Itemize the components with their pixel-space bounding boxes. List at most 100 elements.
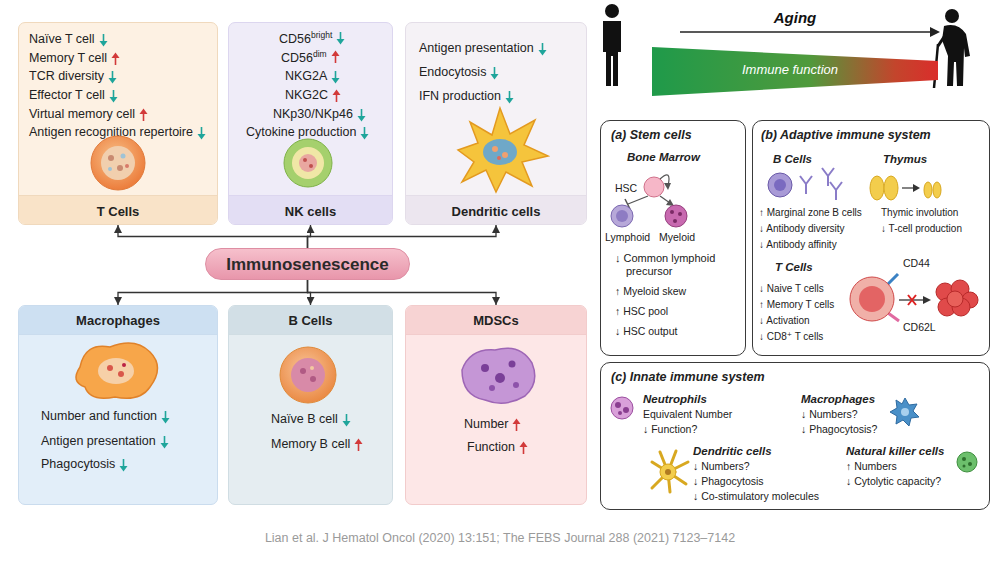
trait-item: NKG2A [285, 69, 327, 84]
trait-item: Antigen presentation [419, 41, 534, 56]
trend-arrow-part [110, 97, 118, 103]
trend-arrow-part [161, 443, 169, 449]
trait-item: Effector T cell [29, 88, 105, 103]
finding-item: Thymic involution [881, 207, 958, 219]
cell-label: HSC [615, 182, 637, 195]
trend-arrow [512, 418, 521, 432]
hub-pill: Immunosenescence [205, 248, 410, 280]
finding-item: ↓ Phagocytosis? [801, 423, 877, 436]
finding-item: ↓ Common lymphoid precursor [615, 252, 727, 278]
cell-label: CD62L [903, 321, 936, 334]
trait-item: Antigen presentation [41, 434, 156, 449]
connector-arrow [118, 280, 308, 305]
trend-arrow [111, 52, 120, 66]
trend-arrow-part [120, 466, 128, 472]
finding-item: ↓ Numbers? [801, 408, 858, 421]
trend-arrow-part [162, 418, 170, 424]
trend-arrow [119, 458, 128, 472]
trend-arrow [109, 89, 118, 103]
group-heading: Thymus [883, 153, 927, 167]
group-heading: Neutrophils [643, 393, 707, 407]
trait-item: CD56 [279, 32, 311, 47]
finding-item: ↑ Myeloid skew [615, 285, 686, 298]
finding-item: ↓ Naive T cells [759, 283, 824, 295]
trait-item: Naïve T cell [29, 32, 95, 47]
trait-item: NKG2C [285, 88, 328, 103]
finding-item: ↑ Numbers [846, 460, 897, 473]
group-heading: Macrophages [801, 393, 875, 407]
group-heading: T Cells [775, 261, 813, 275]
superscript: bright [311, 30, 332, 40]
connector-arrow [308, 225, 311, 248]
trait-item: Virtual memory cell [29, 107, 135, 122]
trait-item: TCR diversity [29, 69, 104, 84]
trend-arrow-part [358, 116, 366, 122]
panel-title: (a) Stem cells [611, 128, 692, 143]
cell-panel: B CellsNaïve B cellMemory B cell [228, 305, 393, 505]
trend-arrow-part [539, 50, 547, 56]
trait-item: Function [467, 440, 515, 455]
panel-header: NK cells [229, 204, 392, 220]
trend-arrow-part [520, 442, 528, 448]
elderly-person-icon-part [934, 44, 938, 88]
panel-header: T Cells [19, 204, 217, 220]
trend-arrow-part [506, 98, 514, 104]
trend-arrow-part [491, 74, 499, 80]
finding-item: ↓ HSC output [615, 325, 677, 338]
finding-item: ↓ T-cell production [881, 223, 962, 235]
trend-arrow [336, 31, 345, 45]
trait-item: Antigen recognition repertoire [29, 125, 193, 140]
cell-panel: MacrophagesNumber and functionAntigen pr… [18, 305, 218, 505]
trait-item: Memory T cell [29, 51, 107, 66]
trend-arrow-part [513, 419, 521, 425]
immune-function-wedge [652, 47, 938, 96]
panel-header: MDSCs [406, 313, 586, 329]
finding-item: ↓ CD8⁺ T cells [759, 331, 823, 343]
trend-arrow [360, 126, 369, 140]
young-person-icon-part [603, 21, 621, 86]
cell-label: Lymphoid [605, 231, 650, 244]
trait-item: NKp30/NKp46 [273, 107, 353, 122]
trend-arrow [197, 126, 206, 140]
aging-arrow-part [680, 31, 932, 33]
elderly-person-icon-part [945, 9, 959, 23]
cell-panel: Naïve T cellMemory T cellTCR diversityEf… [18, 22, 218, 225]
aging-arrow-part [930, 27, 940, 37]
figure-label: Aging [765, 9, 825, 26]
finding-item: ↓ Phagocytosis [693, 475, 764, 488]
trait-item: Number [464, 417, 508, 432]
superscript: dim [313, 49, 327, 59]
connector-arrow [308, 225, 497, 248]
young-person-icon [603, 4, 621, 86]
hub-label: Immunosenescence [206, 255, 409, 275]
summary-box: (a) Stem cellsBone MarrowHSCLymphoidMyel… [600, 120, 746, 356]
trend-arrow-part [109, 78, 117, 84]
trait-item: IFN production [419, 89, 501, 104]
trend-arrow [331, 70, 340, 84]
trend-arrow-part [332, 51, 340, 57]
elderly-person-icon-part [942, 25, 970, 86]
elderly-person-icon-part [938, 34, 946, 46]
trend-arrow [505, 90, 514, 104]
aging-arrow [680, 27, 940, 37]
trend-arrow [139, 108, 148, 122]
elderly-person-icon [934, 9, 970, 88]
panel-header: Dendritic cells [406, 204, 586, 220]
trend-arrow-part [112, 53, 120, 59]
trend-arrow [354, 438, 363, 452]
panel-header: B Cells [229, 313, 392, 329]
trend-arrow [342, 413, 351, 427]
trend-arrow-part [337, 39, 345, 45]
trait-item: Endocytosis [419, 65, 486, 80]
finding-item: ↓ Function? [643, 423, 697, 436]
trend-arrow [490, 66, 499, 80]
trend-arrow-part [361, 134, 369, 140]
trend-arrow-part [140, 109, 148, 115]
finding-item: ↓ Activation [759, 315, 810, 327]
finding-item: ↑ Marginal zone B cells [759, 207, 862, 219]
group-heading: Natural killer cells [846, 445, 944, 459]
cell-label: Myeloid [659, 231, 695, 244]
trend-arrow [538, 42, 547, 56]
trait-item: Cytokine production [246, 125, 356, 140]
trend-arrow-part [332, 78, 340, 84]
